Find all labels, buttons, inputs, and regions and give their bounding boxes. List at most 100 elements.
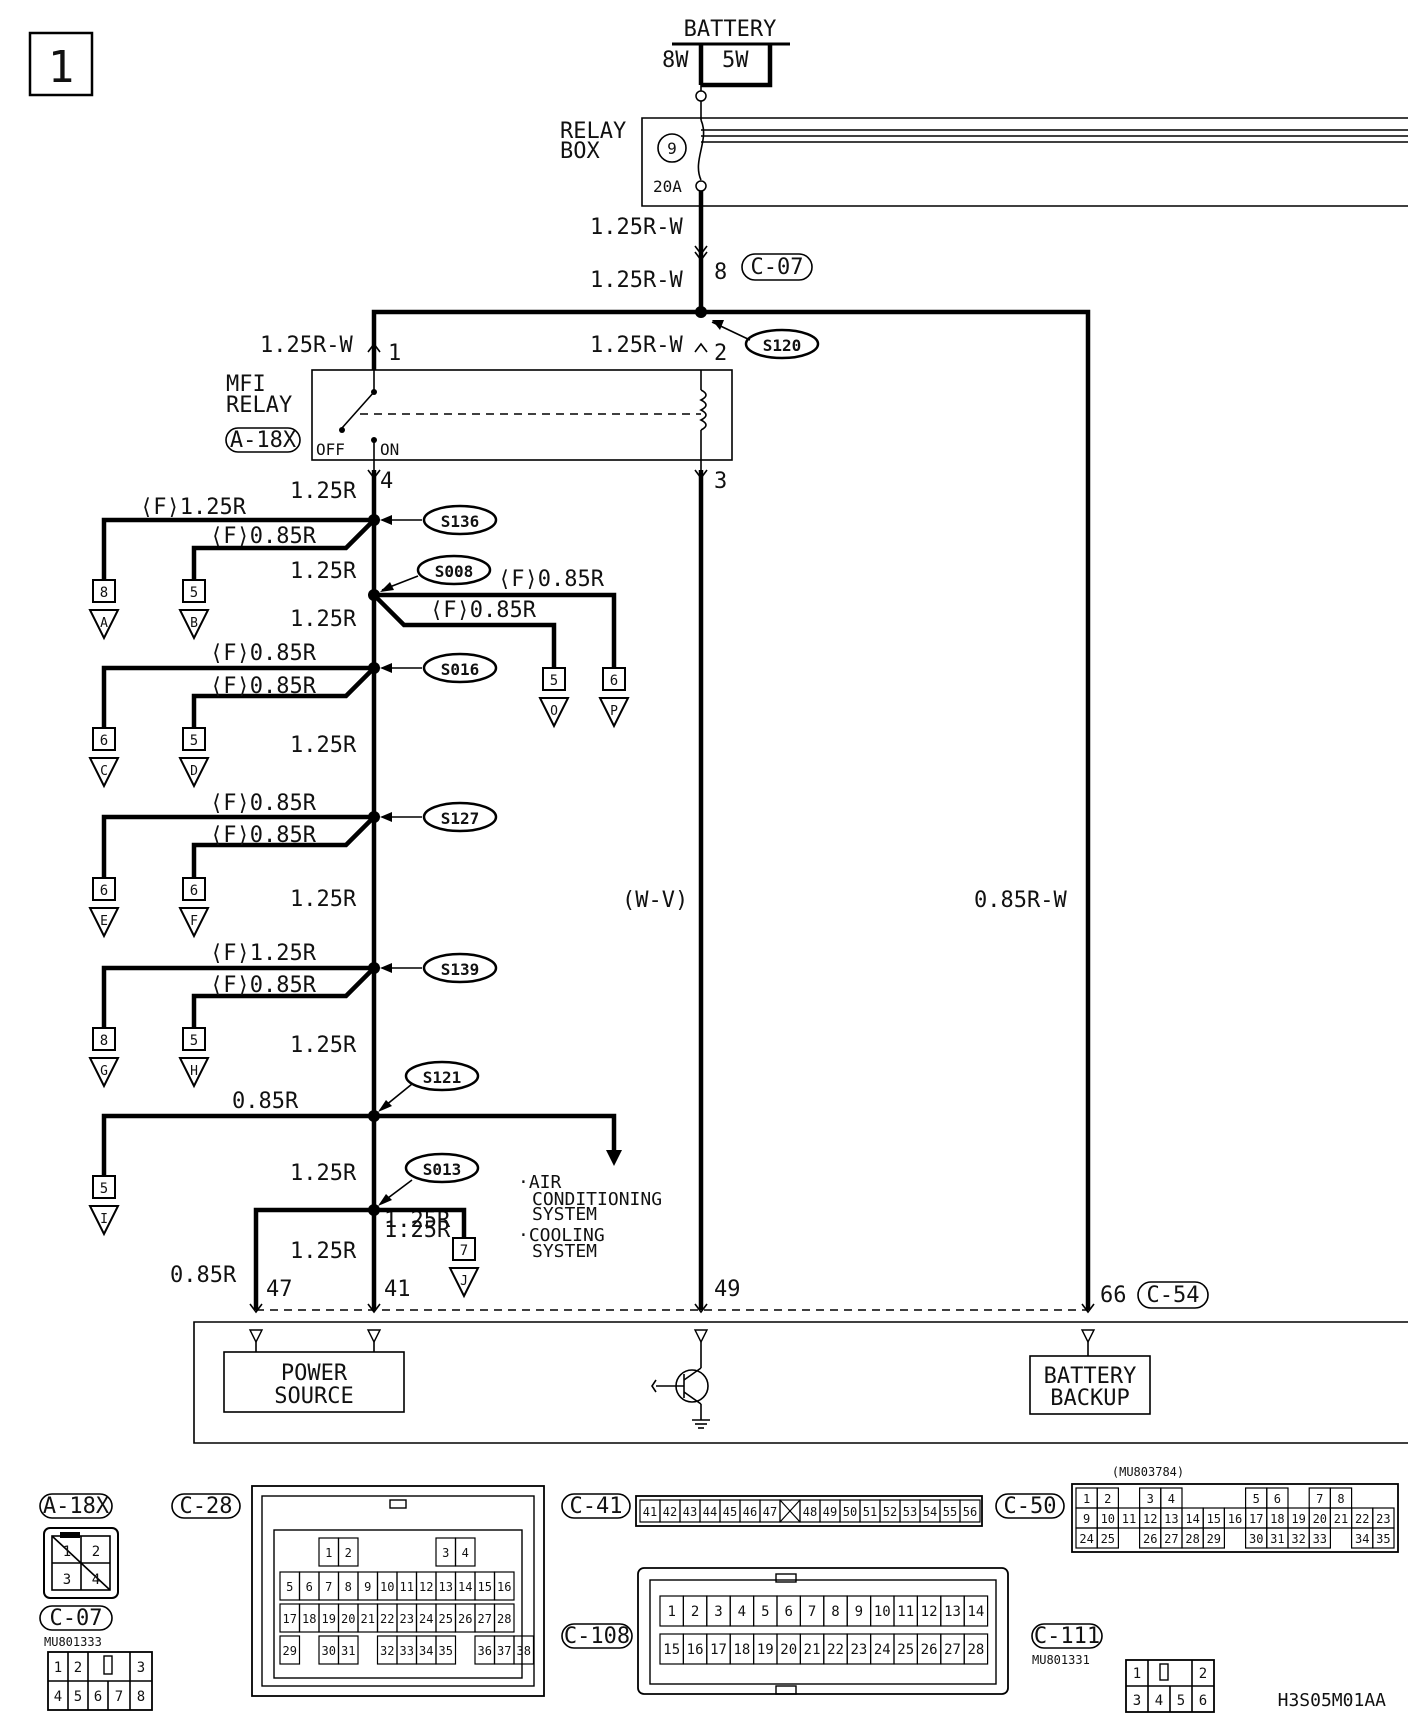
branch-destination: C [100,764,108,779]
connector-pin: 3 [1147,1492,1154,1506]
connector-name: C-41 [570,1494,623,1519]
ecu-connector: C-54 [1147,1283,1200,1308]
branch-wire: ⟨F⟩0.85R [498,567,605,592]
svg-text:5: 5 [74,1689,82,1705]
branch-wire: ⟨F⟩0.85R [210,791,317,816]
connector-pin: 25 [897,1642,914,1658]
connector-pin: 2 [345,1546,352,1560]
connector-pin: 53 [903,1505,917,1519]
connector-pin: 28 [1185,1532,1199,1546]
connector-pin: 31 [341,1644,355,1658]
trunk-label: 1.25R [290,733,357,758]
connector-pin: 43 [683,1505,697,1519]
svg-text:7: 7 [115,1689,123,1705]
connector-pin: 1 [325,1546,332,1560]
connector-pin: 44 [703,1505,717,1519]
destination-arrow-icon [178,1057,210,1089]
ecu-pin49: 49 [714,1277,741,1302]
connector-pin: 15 [1207,1512,1221,1526]
connector-pin: 56 [963,1505,977,1519]
branch-destination: H [190,1064,198,1079]
connector-pin: 23 [400,1612,414,1626]
power-source-label: POWER [281,1361,348,1386]
branch-wire: ⟨F⟩0.85R [210,641,317,666]
branch-terminal: 6C [88,727,120,789]
branch-destination: A [100,616,108,631]
connector-pin: 26 [921,1642,938,1658]
splice-s008: ⟨F⟩0.85R ⟨F⟩0.85R S008 [368,554,617,668]
connector-pin: 38 [517,1644,531,1658]
ecu-pin66: 66 [1100,1283,1127,1308]
branch-wire: ⟨F⟩1.25R [210,941,317,966]
branch-pin: 8 [100,585,108,601]
connector-pin: 49 [823,1505,837,1519]
connector-pin: 24 [874,1642,891,1658]
connector-pin: 14 [1185,1512,1199,1526]
connector-pin: 13 [1164,1512,1178,1526]
mfi-relay-connector: A-18X [230,428,297,453]
connector-pin: 15 [478,1580,492,1594]
connector-pin: 29 [283,1644,297,1658]
branch-destination: I [100,1212,108,1227]
destination-arrow-icon [598,697,630,729]
connector-a18x: A-18X 1 2 3 4 [39,1493,119,1599]
branch-wire: ⟨F⟩0.85R [210,674,317,699]
coil-wire-label: (W-V) [622,888,688,913]
fuse-number: 9 [667,139,677,158]
left-drop-wire: 0.85R [170,1263,237,1288]
battery-symbol: BATTERY 8W 5W [662,17,790,120]
connector-pin: 52 [883,1505,897,1519]
trunk-label: 1.25R [290,1033,357,1058]
trunk-label: 1.25R [290,887,357,912]
branch-wire: ⟨F⟩0.85R [210,973,317,998]
svg-text:5: 5 [1177,1693,1185,1709]
connector-pin: 33 [1313,1532,1327,1546]
branch-pin: 5 [190,1033,198,1049]
connector-pin: 27 [478,1612,492,1626]
mfi-relay-pin4-wire: 1.25R [290,479,357,504]
connector-pin: 3 [442,1546,449,1560]
connector-pin: 30 [1249,1532,1263,1546]
connector-pin: 24 [419,1612,433,1626]
connector-pin: 20 [1313,1512,1327,1526]
connector-pin: 21 [804,1642,821,1658]
connector-pin: 34 [419,1644,433,1658]
svg-text:·COOLING: ·COOLING [518,1225,605,1246]
branch-pin: 6 [100,733,108,749]
ecu-pin47: 47 [266,1277,293,1302]
connector-pin: 7 [808,1604,816,1620]
splice-s139-label: S139 [441,960,480,979]
battery-backup-box [1029,1355,1151,1415]
branch-pin: 5 [100,1181,108,1197]
svg-text:8: 8 [137,1689,145,1705]
connector-pin: 2 [1104,1492,1111,1506]
connector-pin: 30 [322,1644,336,1658]
connector-pin: 5 [286,1580,293,1594]
splice-s121: 0.85R S121 [101,1060,622,1176]
fuse-rating: 20A [653,177,682,196]
splice-s120: S120 [711,320,820,360]
connector-pin: 55 [943,1505,957,1519]
splice-s013: 1.25R 0.85R S013 [170,1152,480,1310]
connector-pin: 15 [663,1642,680,1658]
branch-pin: 5 [190,585,198,601]
connector-pin: 33 [400,1644,414,1658]
connector-pin: 28 [497,1612,511,1626]
battery-wire-left: 8W [662,48,689,73]
connector-pin: 6 [1274,1492,1281,1506]
connector-pin: 5 [761,1604,769,1620]
connector-pin: 32 [1291,1532,1305,1546]
branch-pin: 5 [190,733,198,749]
svg-text:·AIR: ·AIR [518,1172,562,1193]
connector-pin: 17 [710,1642,727,1658]
connector-pin: 4 [738,1604,746,1620]
connector-c111: C-111 MU801331 1 2 3 4 5 6 [1031,1623,1215,1713]
battery-backup-label: BATTERY [1044,1364,1137,1389]
connector-pin: 23 [1376,1512,1390,1526]
svg-text:2: 2 [74,1660,82,1676]
battery-wire-right: 5W [722,48,749,73]
branch-wire: ⟨F⟩1.25R [140,495,247,520]
connector-pin: 19 [322,1612,336,1626]
connector-pin: 26 [1143,1532,1157,1546]
